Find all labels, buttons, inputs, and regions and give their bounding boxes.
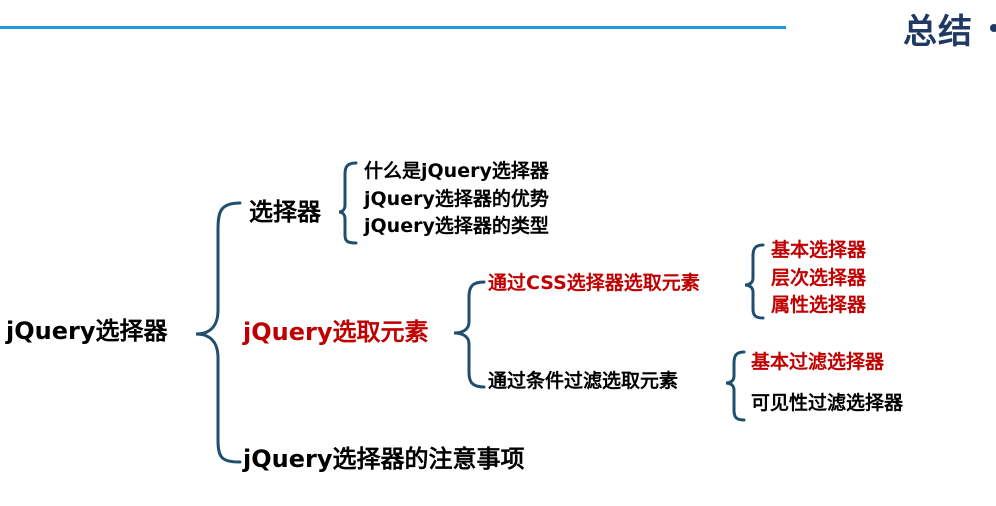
branch-select-elements: jQuery选取元素 bbox=[243, 318, 429, 346]
brace-select-elements bbox=[453, 280, 486, 389]
title-underline bbox=[0, 26, 786, 29]
page-title: 总结 bbox=[903, 12, 973, 52]
brace-root bbox=[195, 201, 242, 464]
leaf-visibility-filter-selector: 可见性过滤选择器 bbox=[751, 392, 904, 414]
leaf-selector-types: jQuery选择器的类型 bbox=[364, 215, 549, 237]
brace-filter bbox=[725, 350, 746, 422]
leaf-attribute-selector: 属性选择器 bbox=[771, 294, 867, 316]
title-dot-decoration bbox=[990, 24, 996, 32]
leaf-what-is-selector: 什么是jQuery选择器 bbox=[364, 160, 549, 182]
leaf-hierarchy-selector: 层次选择器 bbox=[771, 267, 867, 289]
leaf-basic-filter-selector: 基本过滤选择器 bbox=[751, 351, 885, 373]
branch-filter-select: 通过条件过滤选取元素 bbox=[488, 370, 679, 392]
brace-selector bbox=[338, 161, 358, 245]
leaf-selector-advantages: jQuery选择器的优势 bbox=[364, 188, 549, 210]
root-node-jquery-selectors: jQuery选择器 bbox=[6, 317, 168, 345]
branch-css-select: 通过CSS选择器选取元素 bbox=[488, 272, 700, 294]
leaf-basic-selector: 基本选择器 bbox=[771, 239, 867, 261]
branch-notes: jQuery选择器的注意事项 bbox=[243, 445, 525, 473]
brace-css bbox=[744, 243, 765, 320]
branch-selector: 选择器 bbox=[249, 198, 321, 226]
